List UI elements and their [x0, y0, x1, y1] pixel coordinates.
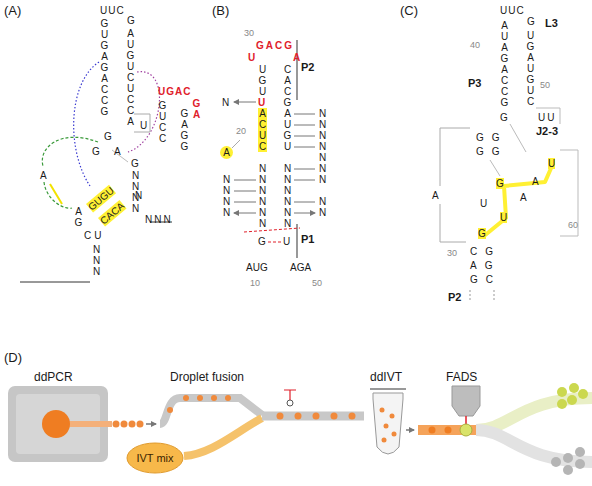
panel-label: (D) — [4, 350, 22, 365]
step-label: FADS — [446, 370, 477, 384]
base-letter: NNN — [92, 244, 101, 277]
base-letter: AGA — [290, 262, 311, 273]
base-letter: G — [104, 131, 112, 142]
base-letter: G — [127, 15, 135, 26]
base-letter: A — [114, 146, 121, 157]
panel-label: (C) — [400, 3, 418, 18]
base-letter: UGU — [258, 64, 267, 97]
helix-label: P1 — [301, 234, 314, 245]
helix-label: P2 — [448, 292, 461, 303]
position-number: 60 — [568, 220, 578, 231]
base-letter: NNNNNNN — [318, 108, 327, 185]
base-letter: GUCC — [158, 100, 167, 144]
base-letter: A — [220, 146, 233, 159]
base-letter: NN — [318, 196, 327, 218]
base-letter: UU — [538, 112, 556, 123]
base-letter: AG — [74, 206, 83, 228]
base-letter: G — [527, 16, 535, 27]
base-letter: G — [92, 146, 100, 157]
base-letter: A — [532, 176, 539, 187]
base-letter: A — [293, 52, 300, 63]
base-letter: G — [131, 158, 139, 169]
panel-label: (B) — [212, 3, 229, 18]
base-letter: G — [478, 228, 486, 239]
step-label: ddIVT — [370, 370, 402, 384]
position-number: 50 — [540, 80, 550, 91]
base-letter: G — [258, 236, 266, 247]
base-letter: NNNNNN — [258, 163, 267, 229]
base-letter: UGAC — [158, 86, 191, 97]
base-letter: CACGAUGU — [283, 64, 292, 152]
base-letter: NNN — [145, 214, 173, 225]
base-letter: UUC — [500, 5, 525, 16]
base-letter: GC — [470, 274, 501, 285]
position-number: 50 — [312, 278, 322, 289]
position-number: 30 — [447, 248, 457, 259]
helix-label: P3 — [468, 78, 481, 89]
base-letter: A — [520, 192, 527, 203]
base-letter: NNNNNN — [283, 163, 292, 229]
position-number: 20 — [236, 126, 246, 137]
base-letter: CU — [84, 230, 104, 241]
base-letter: UGAUGUC — [526, 30, 535, 107]
reagent-name: IVT mix — [126, 452, 184, 464]
position-number: 30 — [244, 28, 254, 39]
panel-label: (A) — [4, 3, 21, 18]
base-letter: U — [140, 120, 147, 131]
position-number: 40 — [470, 40, 480, 51]
base-letter: AUGUCUCCA — [126, 28, 135, 127]
helix-label: J2-3 — [536, 126, 558, 137]
step-label: Droplet fusion — [170, 370, 244, 384]
helix-label: L3 — [545, 18, 558, 29]
base-letter: A — [40, 170, 47, 181]
base-letter: GAGG — [180, 108, 189, 152]
base-letter: U — [500, 212, 507, 223]
base-letter: ACUC — [258, 108, 267, 152]
base-letter: UUC — [100, 5, 125, 16]
position-number: 10 — [250, 278, 260, 289]
base-letter: NNNN — [222, 174, 231, 218]
base-letter: G — [500, 112, 508, 123]
helix-label: P2 — [301, 62, 314, 73]
base-letter: GG — [476, 132, 508, 143]
base-letter: GG — [476, 146, 508, 157]
base-letter: GA — [192, 98, 201, 120]
base-letter: CG — [470, 246, 501, 257]
base-letter: U — [548, 158, 555, 169]
step-label: ddPCR — [34, 370, 73, 384]
base-letter: GUGAGACCG — [100, 18, 109, 117]
base-letter: NNNN — [131, 170, 140, 214]
base-letter: U — [480, 198, 487, 209]
base-letter: AUAGACCG — [500, 20, 509, 108]
base-letter: A — [432, 190, 439, 201]
base-letter: U — [283, 236, 290, 247]
base-letter: N — [222, 97, 229, 108]
base-letter: GACG — [256, 40, 294, 51]
base-letter: G — [496, 178, 504, 189]
base-letter: U — [248, 52, 255, 63]
base-letter: AUG — [246, 262, 268, 273]
base-letter: AG — [470, 260, 500, 271]
reagent-blob: IVT mix — [126, 442, 184, 474]
base-letter: U — [258, 97, 265, 108]
